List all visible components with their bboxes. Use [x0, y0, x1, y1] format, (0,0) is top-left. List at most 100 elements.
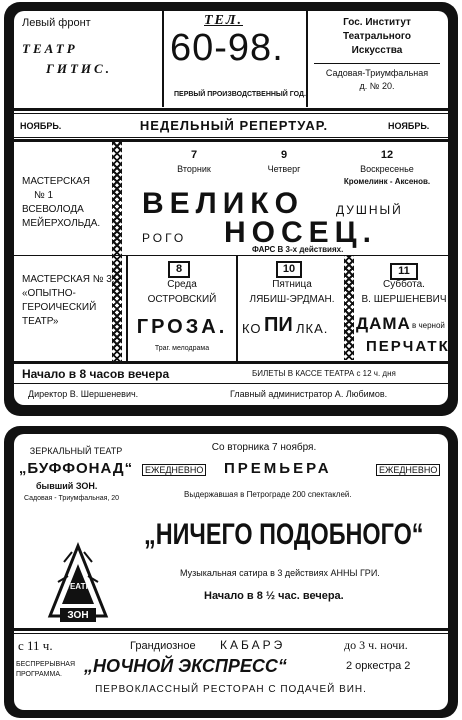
left-front-label: Левый фронт	[22, 17, 91, 29]
workshop3-label: МАСТЕРСКАЯ № 3. «ОПЫТНО- ГЕРОИЧЕСКИЙ ТЕА…	[22, 273, 115, 329]
grand-label: Грандиозное	[130, 640, 196, 652]
show3-title-part2: в черной	[412, 321, 445, 330]
play1-title-part1: ВЕЛИКО	[142, 187, 304, 220]
workshop1-line3: ВСЕВОЛОДА	[22, 204, 84, 215]
play1-genre: ФАРС В 3-х действиях.	[252, 245, 344, 254]
show3-author: В. ШЕРШЕНЕВИЧ	[361, 294, 447, 305]
theatre-name-line2: ГИТИС.	[46, 61, 112, 76]
night-express-title: „НОЧНОЙ ЭКСПРЕСС“	[84, 656, 287, 676]
rule-top-thin	[14, 113, 448, 114]
nonstop-line2: ПРОГРАММА.	[16, 671, 62, 678]
theatre-name: „БУФФОНАД“	[18, 460, 134, 477]
show1-author: ОСТРОВСКИЙ	[147, 294, 217, 305]
header-divider-right	[306, 11, 308, 107]
day3-number: 12	[380, 149, 394, 161]
rule-bottom-thin	[14, 383, 448, 384]
day1-name: Вторник	[177, 164, 211, 174]
theatre-address: Садовая - Триумфальная, 20	[24, 495, 120, 502]
play1-title-part2: ДУШНЫЙ	[336, 203, 403, 217]
show3-title-part1: ДАМА	[356, 314, 411, 333]
cabaret-from-time: с 11 ч.	[18, 638, 53, 653]
workshop3-line1: МАСТЕРСКАЯ № 3.	[22, 274, 115, 285]
show3-day: Суббота.	[383, 279, 425, 290]
admin-credit: Главный администратор А. Любимов.	[230, 389, 388, 399]
show1-day: Среда	[167, 279, 197, 290]
show1-border-left	[126, 255, 128, 361]
phone-number: 60-98.	[170, 27, 284, 69]
workshop3-line4: ТЕАТР»	[22, 316, 59, 327]
rule-top-thick	[14, 108, 448, 111]
workshop3-line3: ГЕРОИЧЕСКИЙ	[22, 302, 97, 313]
daily-right: ЕЖЕДНЕВНО	[376, 464, 441, 476]
month-left: НОЯБРЬ.	[20, 121, 62, 131]
restaurant-note: ПЕРВОКЛАССНЫЙ РЕСТОРАН С ПОДАЧЕЙ ВИН.	[95, 684, 367, 695]
show3-number-box: 11	[390, 263, 418, 280]
day2-name: Четверг	[267, 164, 301, 174]
show1-genre: Траг. мелодрама	[154, 345, 210, 352]
show2-day: Пятница	[272, 279, 312, 290]
gitis-theatre-advertisement: Левый фронт ТЕАТР ГИТИС. ТЕЛ. 60-98. ПЕР…	[4, 2, 458, 416]
address-line2: д. № 20.	[359, 81, 395, 91]
day3-name: Воскресенье	[360, 164, 414, 174]
zon-theatre-logo	[47, 542, 109, 622]
cabaret-rule-thin	[14, 633, 448, 634]
phone-label: ТЕЛ.	[204, 13, 243, 28]
logo-text-line2: ЗОН	[67, 610, 89, 621]
ticket-office: БИЛЕТЫ В КАССЕ ТЕАТРА с 12 ч. дня	[252, 369, 396, 378]
play-subtitle: Музыкальная сатира в 3 действиях АННЫ ГР…	[180, 568, 380, 578]
buffonade-ad-panel: ЗЕРКАЛЬНЫЙ ТЕАТР „БУФФОНАД“ бывший ЗОН. …	[14, 434, 448, 710]
show3-number-wrap: 11	[354, 261, 448, 280]
from-date: Со вторника 7 ноября.	[211, 442, 317, 453]
institute-rule	[314, 63, 440, 64]
show1-number-box: 8	[168, 261, 190, 278]
workshop3-line2: «ОПЫТНО-	[22, 288, 76, 299]
play-title: „НИЧЕГО ПОДОБНОГО“	[144, 518, 424, 551]
cabaret-label: КАБАРЭ	[220, 638, 286, 652]
season-label: ПЕРВЫЙ ПРОИЗВОДСТВЕННЫЙ ГОД.	[174, 91, 306, 98]
month-right: НОЯБРЬ.	[388, 121, 430, 131]
repertoire-title: НЕДЕЛЬНЫЙ РЕПЕРТУАР.	[139, 118, 329, 133]
institute-line2: Театрального	[342, 31, 412, 42]
workshop1-label: МАСТЕРСКАЯ № 1 ВСЕВОЛОДА МЕЙЕРХОЛЬДА.	[22, 175, 100, 231]
institute-line3: Искусства	[351, 45, 403, 56]
play1-title-part4: НОСЕЦ.	[224, 216, 377, 249]
show3-title-part3: ПЕРЧАТКЕ	[366, 338, 448, 355]
zigzag-ornament-right	[344, 255, 354, 360]
premiere-label: ПРЕМЬЕРА	[224, 460, 332, 477]
logo-text-line1: ТЕАТР	[65, 582, 91, 591]
zigzag-ornament-left	[112, 142, 122, 362]
nonstop-line1: БЕСПРЕРЫВНАЯ	[16, 661, 76, 668]
daily-left: ЕЖЕДНЕВНО	[142, 464, 207, 476]
header-divider-left	[162, 11, 164, 107]
show1-title: ГРОЗА.	[136, 316, 228, 338]
show2-author: ЛЯБИШ-ЭРДМАН.	[249, 294, 335, 305]
show2-title-part2: ПИ	[264, 314, 293, 336]
play1-title-part3: РОГО	[142, 231, 187, 245]
former-name: бывший ЗОН.	[36, 481, 98, 491]
show2-title-part3: ЛКА.	[296, 321, 329, 336]
day1-number: 7	[190, 149, 198, 161]
start-time-2: Начало в 8 ½ час. вечера.	[204, 590, 344, 602]
institute-line1: Гос. Институт	[343, 17, 411, 28]
theatre-name-line1: ТЕАТР	[22, 41, 78, 56]
day2-number: 9	[280, 149, 288, 161]
rule-mid-thick	[14, 139, 448, 142]
workshop1-line2: № 1	[34, 190, 54, 201]
theatre-small-label: ЗЕРКАЛЬНЫЙ ТЕАТР	[29, 446, 123, 456]
show2-number-box: 10	[276, 261, 302, 278]
buffonade-theatre-advertisement: ЗЕРКАЛЬНЫЙ ТЕАТР „БУФФОНАД“ бывший ЗОН. …	[4, 426, 458, 718]
rule-mid-thin	[14, 137, 448, 138]
rule-section-divider	[14, 255, 448, 256]
show2-border-left	[236, 255, 238, 361]
gitis-ad-panel: Левый фронт ТЕАТР ГИТИС. ТЕЛ. 60-98. ПЕР…	[14, 11, 448, 405]
nonstop-program: БЕСПРЕРЫВНАЯ ПРОГРАММА.	[16, 660, 75, 680]
cabaret-rule-thick	[14, 628, 448, 631]
orchestras: 2 оркестра 2	[346, 660, 411, 672]
workshop1-line1: МАСТЕРСКАЯ	[22, 176, 90, 187]
address-line1: Садовая-Триумфальная	[325, 68, 429, 78]
show2-title-part1: КО	[242, 321, 262, 336]
workshop1-line4: МЕЙЕРХОЛЬДА.	[22, 218, 101, 229]
rule-bottom-thick	[14, 361, 448, 364]
cabaret-to-time: до 3 ч. ночи.	[344, 638, 408, 652]
petrograd-note: Выдержавшая в Петрограде 200 спектаклей.	[184, 490, 352, 499]
